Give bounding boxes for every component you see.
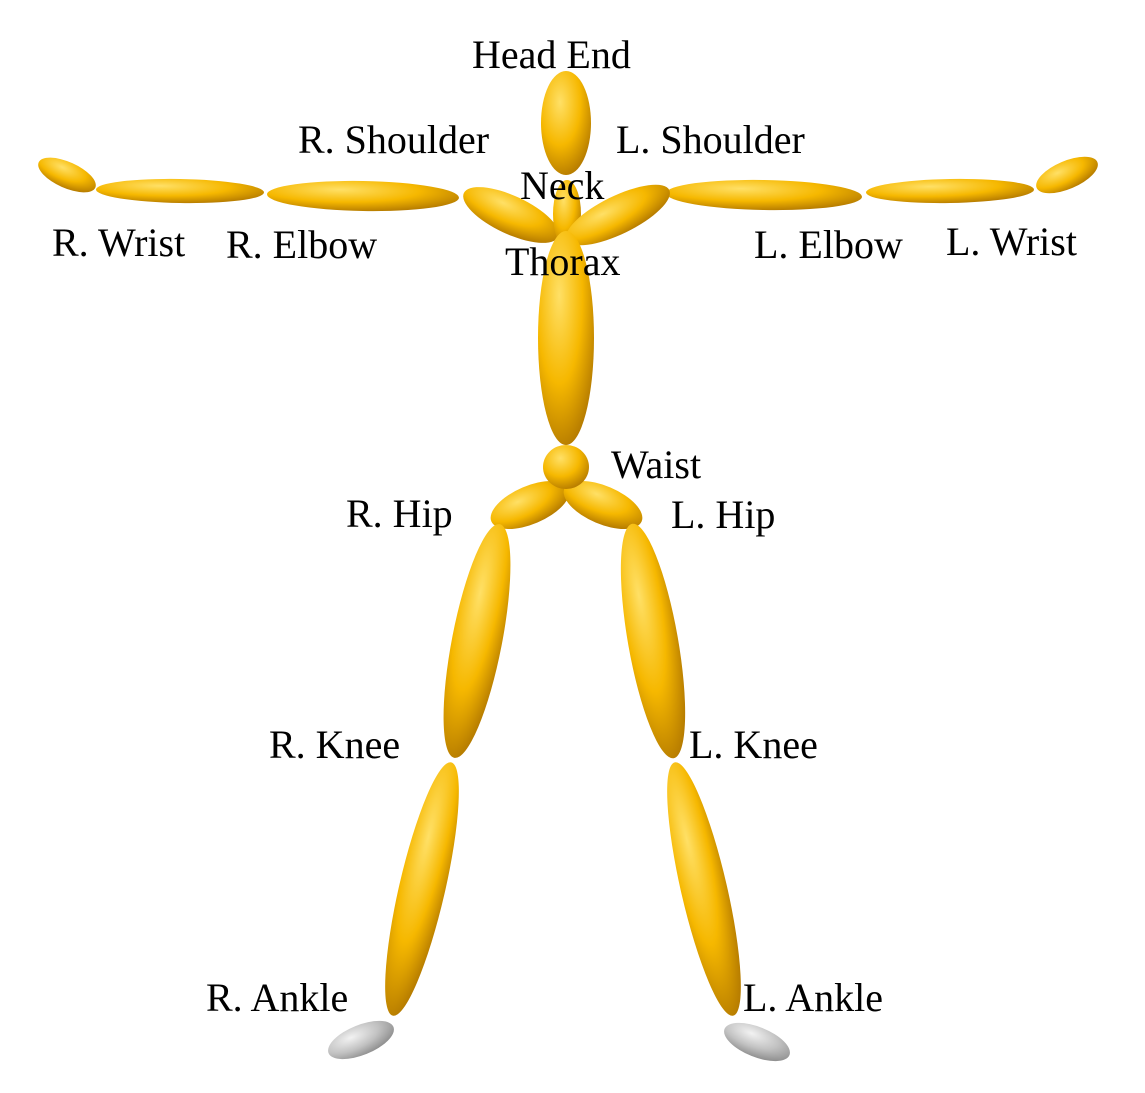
- label-r-shoulder: R. Shoulder: [298, 117, 489, 162]
- label-l-wrist: L. Wrist: [946, 219, 1077, 264]
- right-foot: [328, 1020, 394, 1060]
- label-waist: Waist: [611, 442, 701, 487]
- bones-group: [38, 71, 1098, 1062]
- left-thigh-bone: [620, 523, 686, 759]
- right-pelvis-bone: [490, 481, 570, 529]
- head-bone: [541, 71, 591, 175]
- label-thorax: Thorax: [505, 239, 621, 284]
- left-pelvis-bone: [563, 481, 643, 529]
- right-thigh-bone: [443, 524, 511, 758]
- left-hand-bone: [1036, 156, 1098, 194]
- label-l-elbow: L. Elbow: [754, 222, 903, 267]
- left-forearm-bone: [866, 178, 1034, 204]
- left-upper-arm-bone: [666, 179, 862, 211]
- label-l-shoulder: L. Shoulder: [616, 117, 805, 162]
- label-r-knee: R. Knee: [269, 722, 400, 767]
- right-clavicle-bone: [463, 187, 559, 243]
- right-forearm-bone: [96, 178, 264, 204]
- label-l-hip: L. Hip: [671, 492, 775, 537]
- right-hand-bone: [38, 157, 96, 193]
- label-r-elbow: R. Elbow: [226, 222, 377, 267]
- label-r-hip: R. Hip: [346, 491, 453, 536]
- right-shin-bone: [385, 762, 459, 1016]
- label-r-ankle: R. Ankle: [206, 975, 348, 1020]
- right-upper-arm-bone: [267, 180, 459, 212]
- waist-bone: [543, 445, 589, 489]
- label-head-end: Head End: [472, 32, 631, 77]
- label-r-wrist: R. Wrist: [52, 220, 185, 265]
- spine-bone: [538, 231, 594, 445]
- label-l-ankle: L. Ankle: [743, 975, 883, 1020]
- label-neck: Neck: [520, 163, 604, 208]
- left-clavicle-bone: [566, 184, 670, 246]
- joint-labels: Head End R. Shoulder L. Shoulder Neck R.…: [52, 32, 1077, 1020]
- left-shin-bone: [667, 762, 741, 1016]
- left-foot: [724, 1022, 790, 1062]
- label-l-knee: L. Knee: [689, 722, 818, 767]
